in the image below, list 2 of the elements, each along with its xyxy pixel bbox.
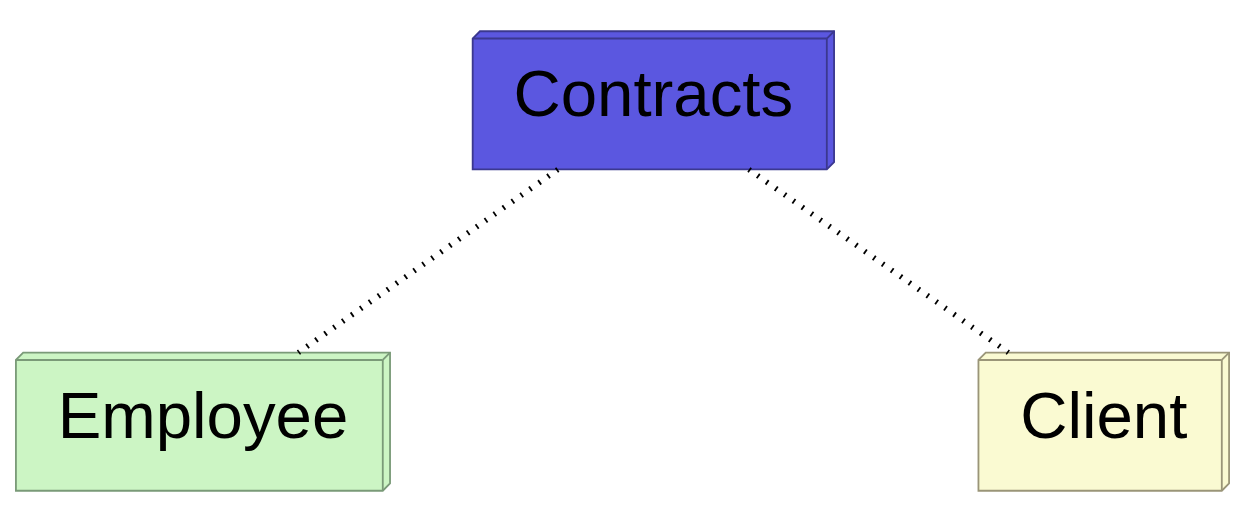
connector <box>296 166 560 355</box>
connector <box>747 166 1010 355</box>
